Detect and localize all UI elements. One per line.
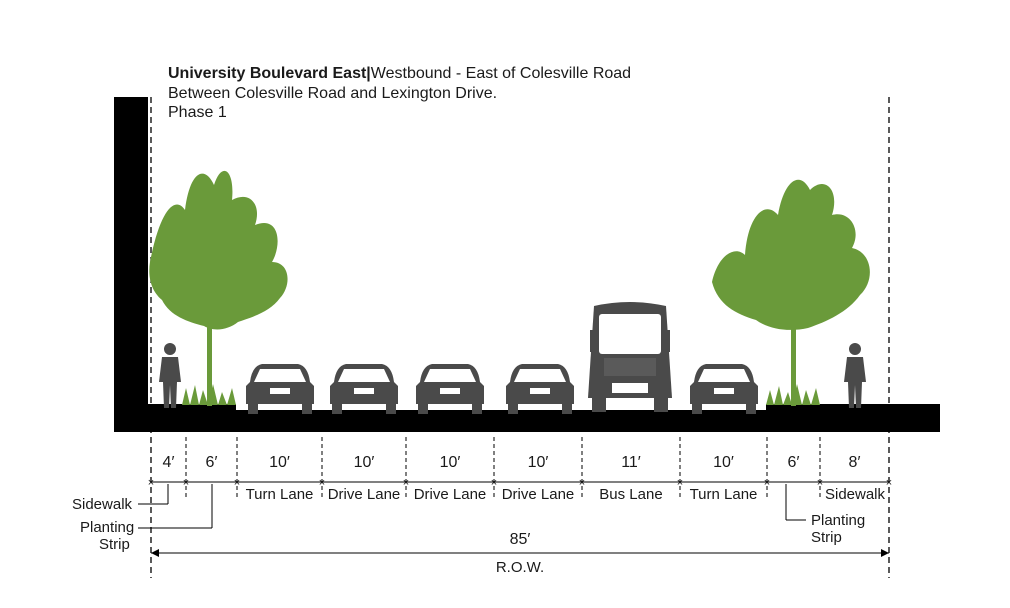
segment-label: Turn Lane bbox=[690, 486, 758, 503]
segment-width: 11′ bbox=[621, 454, 641, 471]
segment-width: 4′ bbox=[163, 454, 175, 471]
svg-text:×: × bbox=[234, 477, 240, 489]
segment-width: 10′ bbox=[528, 454, 549, 471]
svg-text:×: × bbox=[183, 477, 189, 489]
pedestrian-left bbox=[159, 343, 181, 408]
row-label: R.O.W. bbox=[496, 559, 544, 576]
title-line-2: Between Colesville Road and Lexington Dr… bbox=[168, 85, 497, 102]
car bbox=[246, 364, 314, 414]
car bbox=[416, 364, 484, 414]
segment-width: 10′ bbox=[269, 454, 290, 471]
car bbox=[690, 364, 758, 414]
svg-text:×: × bbox=[148, 477, 154, 489]
building-wall bbox=[114, 97, 148, 432]
tree-right bbox=[712, 179, 870, 406]
segment-label: Drive Lane bbox=[502, 486, 575, 503]
svg-text:×: × bbox=[403, 477, 409, 489]
segment-width: 10′ bbox=[713, 454, 734, 471]
callout-left bbox=[138, 484, 806, 529]
vehicles bbox=[246, 364, 758, 414]
pedestrian-right bbox=[844, 343, 866, 408]
svg-text:×: × bbox=[886, 477, 892, 489]
tree-left bbox=[149, 170, 288, 406]
svg-text:×: × bbox=[319, 477, 325, 489]
car bbox=[330, 364, 398, 414]
segment-label: Drive Lane bbox=[328, 486, 401, 503]
callout-left-sidewalk: Sidewalk bbox=[72, 496, 133, 513]
ground bbox=[114, 410, 940, 432]
segment-label: Bus Lane bbox=[599, 486, 662, 503]
lane-labels: Turn Lane Drive Lane Drive Lane Drive Lane B… bbox=[246, 486, 886, 503]
segment-label: Drive Lane bbox=[414, 486, 487, 503]
car bbox=[506, 364, 574, 414]
svg-text:×: × bbox=[491, 477, 497, 489]
segment-width: 6′ bbox=[788, 454, 800, 471]
segment-width: 10′ bbox=[354, 454, 375, 471]
segment-width: 8′ bbox=[849, 454, 861, 471]
callout-left-planting: Planting bbox=[80, 519, 134, 536]
svg-text:×: × bbox=[764, 477, 770, 489]
segment-label: Turn Lane bbox=[246, 486, 314, 503]
dimension-lines: × × × × × × × × × × × bbox=[148, 437, 892, 500]
width-labels: 4′ 6′ 10′ 10′ 10′ 10′ 11′ 10′ 6′ 8′ bbox=[163, 454, 861, 471]
title-line-3: Phase 1 bbox=[168, 104, 227, 121]
left-curb bbox=[148, 404, 236, 412]
callout-left-strip: Strip bbox=[99, 536, 130, 553]
svg-text:×: × bbox=[677, 477, 683, 489]
segment-label: Sidewalk bbox=[825, 486, 886, 503]
total-width: 85′ bbox=[510, 531, 531, 548]
svg-text:×: × bbox=[579, 477, 585, 489]
title-line-1: University Boulevard East|Westbound - Ea… bbox=[168, 65, 631, 82]
bus bbox=[588, 302, 672, 412]
segment-width: 6′ bbox=[206, 454, 218, 471]
svg-text:×: × bbox=[817, 477, 823, 489]
segment-width: 10′ bbox=[440, 454, 461, 471]
title-bold: University Boulevard East bbox=[168, 65, 367, 82]
callout-right-strip: Strip bbox=[811, 529, 842, 546]
title-rest: Westbound - East of Colesville Road bbox=[371, 65, 631, 82]
callout-right-planting: Planting bbox=[811, 512, 865, 529]
